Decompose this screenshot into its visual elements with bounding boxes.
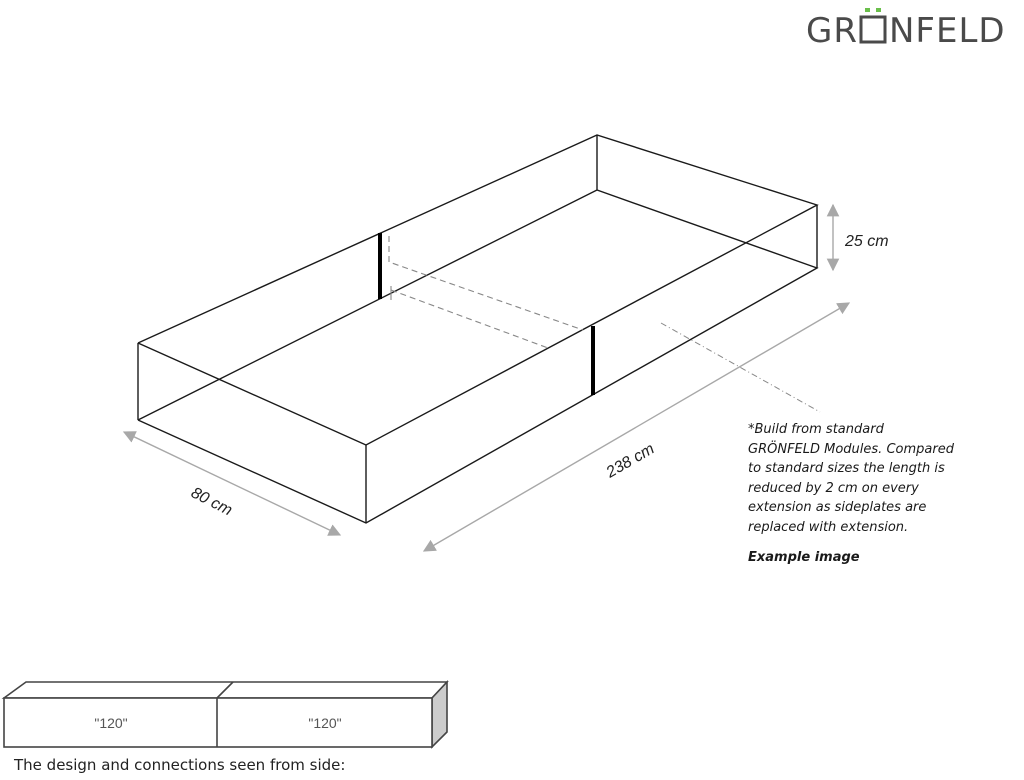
logo-text-end: NFELD xyxy=(889,11,1006,50)
note-line: *Build from standard xyxy=(748,422,884,437)
width-label: 80 cm xyxy=(188,484,235,519)
width-dimension-arrow xyxy=(122,431,342,536)
side-view xyxy=(1,679,449,749)
module-label-1: "120" xyxy=(94,715,127,731)
construction-note: *Build from standard GRÖNFELD Modules. C… xyxy=(748,420,988,537)
side-view-caption: The design and connections seen from sid… xyxy=(14,756,346,774)
height-label: 25 cm xyxy=(844,233,889,250)
dimension-arrows xyxy=(122,203,851,552)
example-image-label: Example image xyxy=(748,550,860,565)
logo-umlaut-dot-icon xyxy=(865,8,870,12)
side-view-front xyxy=(3,697,433,748)
length-dimension-arrow xyxy=(422,302,851,552)
note-line: extension as sideplates are xyxy=(748,500,927,515)
note-line: replaced with extension. xyxy=(748,519,909,535)
note-line: reduced by 2 cm on every xyxy=(748,480,919,496)
logo-square-o-icon xyxy=(859,15,887,44)
brand-logo: GR NFELD xyxy=(806,8,1006,50)
note-line: GRÖNFELD Modules. Compared xyxy=(748,441,954,457)
side-view-joint-top xyxy=(216,681,234,699)
hidden-connection xyxy=(388,236,584,349)
logo-umlaut-dot-icon xyxy=(876,8,881,12)
logo-text-start: GR xyxy=(806,11,858,50)
module-label-2: "120" xyxy=(308,715,341,731)
length-label: 238 cm xyxy=(603,441,658,482)
connection-posts xyxy=(378,233,595,395)
note-line: to standard sizes the length is xyxy=(748,461,945,476)
bed-wireframe xyxy=(137,134,819,524)
